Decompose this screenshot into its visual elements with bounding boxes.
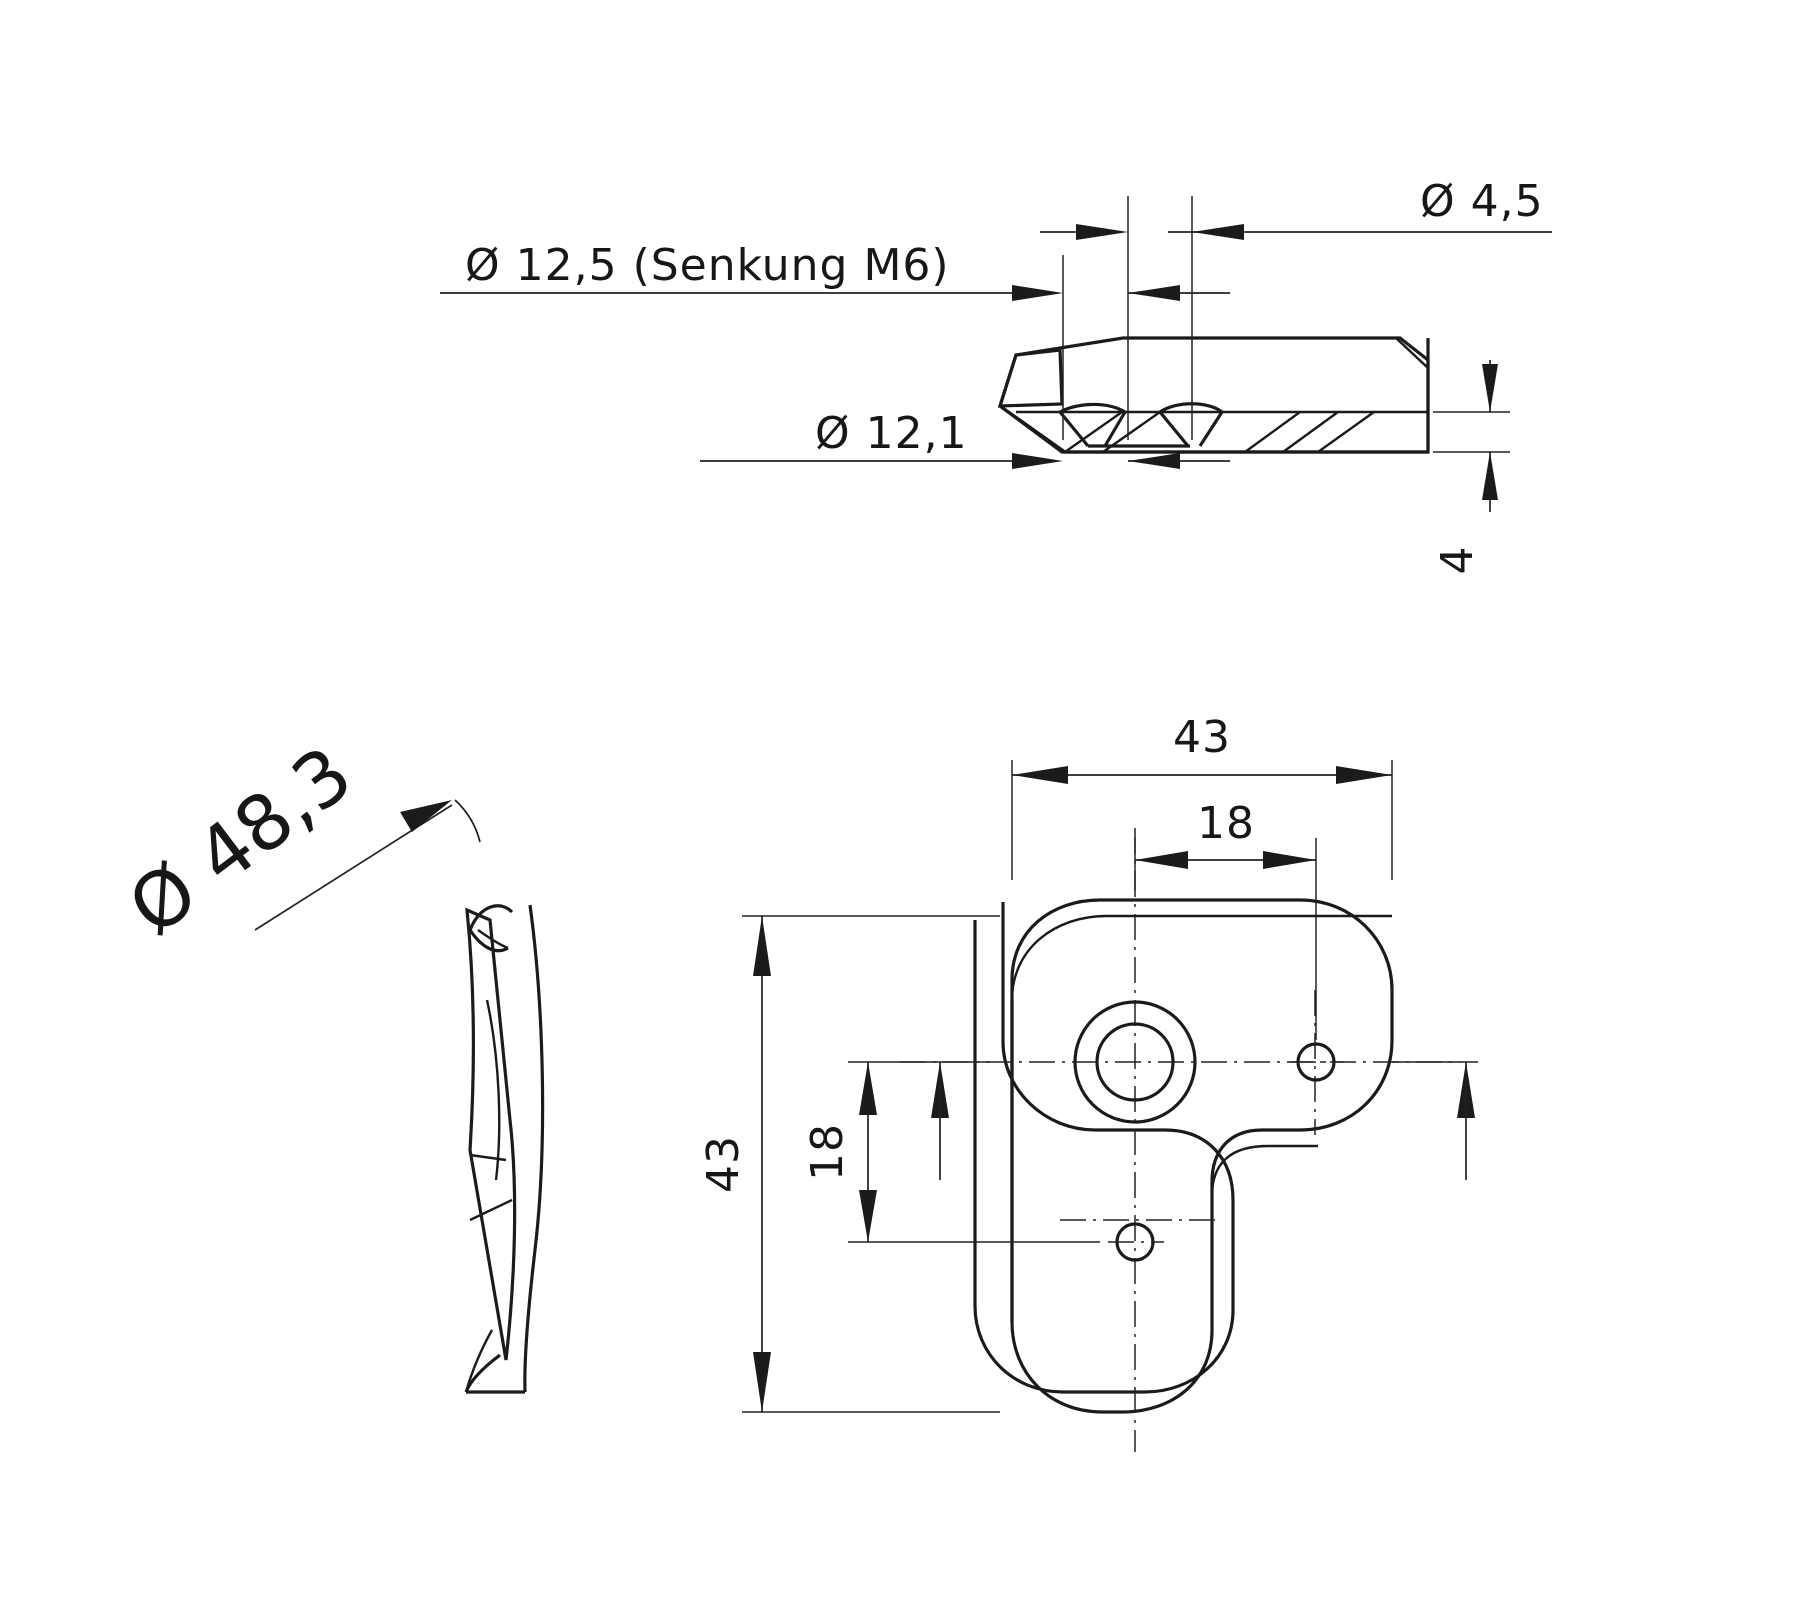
dimension-hole-spacing-horizontal: 18 (1134, 798, 1317, 1040)
label-hole-spacing-horizontal: 18 (1197, 798, 1255, 849)
label-plate-width: 43 (1173, 712, 1231, 763)
label-thickness: 4 (1432, 546, 1483, 575)
dimension-counterbore: Ø 12,5 (Senkung M6) (440, 240, 1230, 301)
dimension-hole-spacing-vertical: 18 (802, 1061, 1100, 1243)
dimension-plate-height: 43 (698, 915, 1000, 1413)
label-small-hole: Ø 4,5 (1420, 176, 1544, 227)
edge-tick-right (1392, 1061, 1478, 1180)
label-counterbore: Ø 12,5 (Senkung M6) (465, 240, 950, 291)
hole-small-right (1290, 1042, 1344, 1082)
label-bore: Ø 12,1 (815, 408, 968, 459)
label-plate-height: 43 (698, 1135, 749, 1193)
label-hole-spacing-vertical: 18 (802, 1123, 853, 1181)
dimension-thickness: 4 (1432, 360, 1510, 575)
dimension-small-hole: Ø 4,5 (1040, 176, 1552, 240)
dimension-plate-width: 43 (1011, 712, 1393, 880)
side-profile-view: Ø 48,3 (112, 729, 545, 1394)
edge-tick-left (931, 1062, 949, 1180)
hole-small-bottom (1108, 1222, 1164, 1262)
front-plate-view: 43 18 43 18 (698, 712, 1478, 1452)
dimension-bore: Ø 12,1 (700, 408, 1230, 469)
leader-pipe-diameter (254, 799, 481, 931)
label-pipe-diameter: Ø 48,3 (112, 729, 368, 952)
hole-counterbore (1073, 1000, 1197, 1124)
top-section-view: Ø 4,5 Ø 12,5 (Senkung M6) Ø 12,1 4 (440, 176, 1552, 575)
